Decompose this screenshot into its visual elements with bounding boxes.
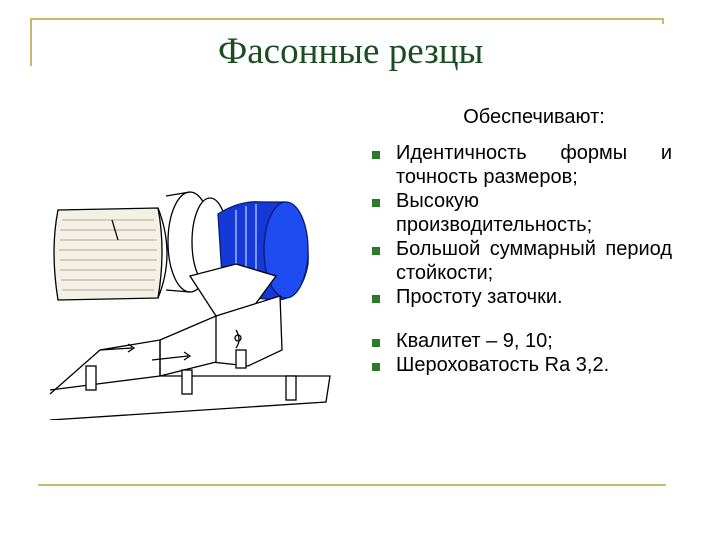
chuck-shading — [59, 219, 157, 291]
square-bullet-icon — [372, 295, 380, 303]
machine-bed — [49, 375, 331, 420]
square-bullet-icon — [372, 199, 380, 207]
square-bullet-icon — [372, 363, 380, 371]
list-item-text: Шероховатость Ra 3,2. — [396, 354, 610, 376]
square-bullet-icon — [372, 247, 380, 255]
square-bullet-icon — [372, 151, 380, 159]
workpiece-face — [263, 201, 309, 299]
chuck-front — [157, 207, 168, 299]
list-item: Идентичность формы и точность размеров; — [372, 141, 672, 189]
list-item: Простоту заточки. — [372, 285, 672, 309]
frame-bottom-line — [38, 484, 666, 486]
list-item-text: Высокую производительность; — [396, 190, 593, 236]
square-bullet-icon — [372, 339, 380, 347]
list-item-text: Квалитет – 9, 10; — [396, 330, 553, 352]
feed-arrow — [99, 343, 136, 353]
list-item: Шероховатость Ra 3,2. — [372, 353, 672, 377]
list-item-text: Простоту заточки. — [396, 286, 563, 308]
frame-left-line — [30, 18, 32, 66]
intro-text: Обеспечивают: — [463, 106, 605, 128]
form-cutter-illustration — [49, 191, 331, 420]
frame-top-line — [30, 18, 662, 20]
frame-right-tick — [662, 18, 664, 24]
form-cutter — [188, 263, 278, 317]
bolts — [85, 349, 297, 401]
list-item-text: Большой суммарный период стойкости; — [396, 238, 672, 284]
list-item-text: Идентичность формы и точность размеров; — [396, 142, 672, 188]
slide-title: Фасонные резцы — [218, 31, 484, 72]
chuck-body — [53, 207, 163, 301]
list-item: Квалитет – 9, 10; — [372, 329, 672, 353]
list-item: Высокую производительность; — [372, 189, 672, 237]
list-item: Большой суммарный период стойкости; — [372, 237, 672, 285]
features-list: Идентичность формы и точность размеров; … — [372, 141, 672, 377]
